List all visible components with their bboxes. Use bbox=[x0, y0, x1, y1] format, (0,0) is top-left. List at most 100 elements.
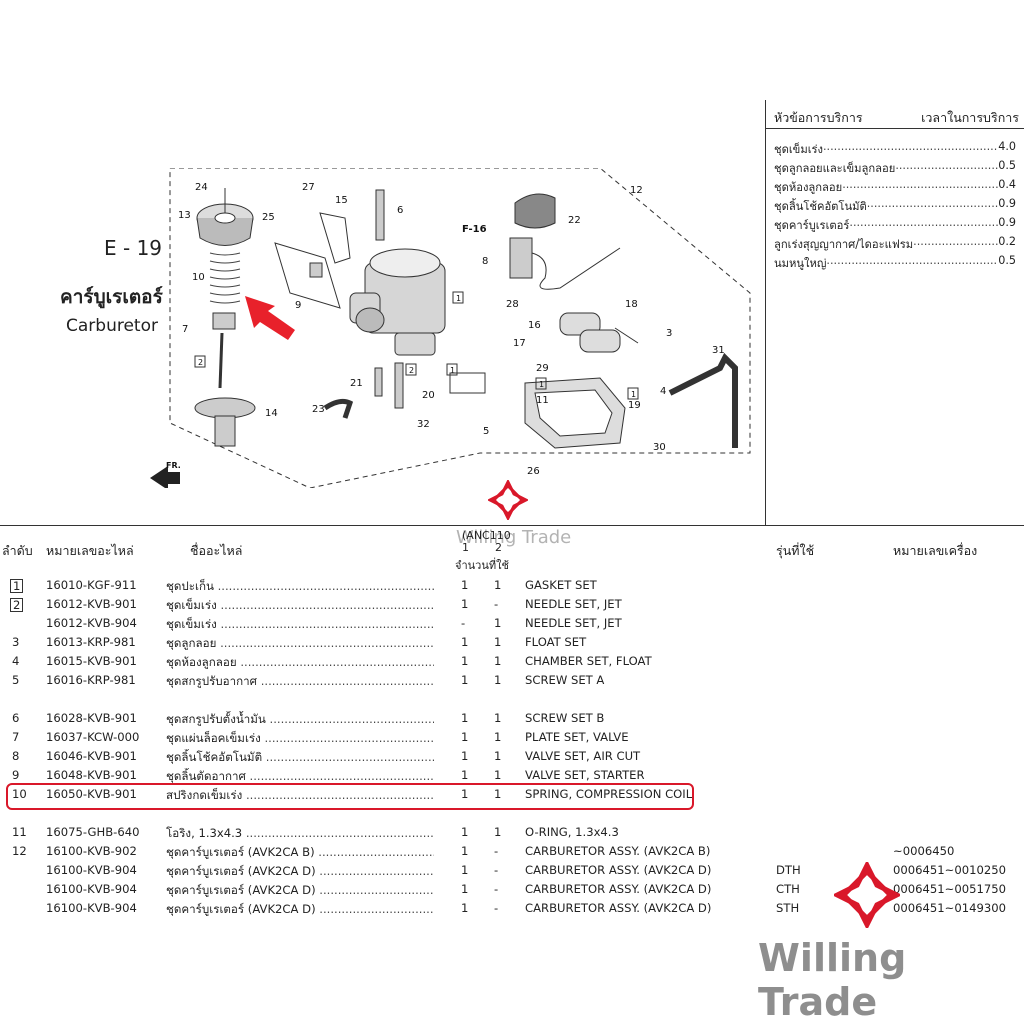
cell-q1: 1 bbox=[461, 787, 469, 801]
cell-part: 16010-KGF-911 bbox=[46, 578, 137, 592]
svg-text:31: 31 bbox=[712, 345, 725, 356]
svg-text:28: 28 bbox=[506, 299, 519, 310]
cell-q2: - bbox=[494, 597, 499, 611]
cell-serial: 0006451~0010250 bbox=[893, 863, 1006, 877]
cell-name-th: ชุดคาร์บูเรเตอร์ (AVK2CA D) bbox=[166, 863, 434, 881]
svg-text:16: 16 bbox=[528, 320, 541, 331]
svg-text:32: 32 bbox=[417, 419, 430, 430]
brand-logo-icon bbox=[488, 480, 528, 520]
cell-name-th: ชุดเข็มเร่ง bbox=[166, 616, 434, 634]
cell-name-th: ชุดแผ่นล็อคเข็มเร่ง bbox=[166, 730, 434, 748]
cell-part: 16015-KVB-901 bbox=[46, 654, 137, 668]
cell-q2: 1 bbox=[494, 749, 502, 763]
svg-text:5: 5 bbox=[483, 426, 489, 437]
cell-idx: 3 bbox=[12, 635, 20, 649]
cell-name-en: CARBURETOR ASSY. (AVK2CA B) bbox=[525, 844, 711, 858]
cell-q1: 1 bbox=[461, 768, 469, 782]
svg-text:22: 22 bbox=[568, 215, 581, 226]
cell-q1: 1 bbox=[461, 730, 469, 744]
svg-text:20: 20 bbox=[422, 390, 435, 401]
cell-name-en: FLOAT SET bbox=[525, 635, 587, 649]
cell-name-en: CARBURETOR ASSY. (AVK2CA D) bbox=[525, 882, 712, 896]
svg-text:1: 1 bbox=[539, 380, 544, 389]
svg-text:FR.: FR. bbox=[166, 461, 181, 470]
brand-logo-large-icon bbox=[834, 862, 900, 928]
col-header-serial: หมายเลขเครื่อง bbox=[893, 543, 978, 558]
col-header-model-code: (ANC110 bbox=[462, 529, 511, 542]
float-part bbox=[559, 312, 639, 353]
svg-text:30: 30 bbox=[653, 442, 666, 453]
cell-q2: 1 bbox=[494, 825, 502, 839]
cell-q1: 1 bbox=[461, 882, 469, 896]
cell-q1: 1 bbox=[461, 597, 469, 611]
cell-q2: 1 bbox=[494, 635, 502, 649]
cell-idx: 2 bbox=[10, 598, 24, 612]
svg-text:13: 13 bbox=[178, 210, 191, 221]
cell-part: 16046-KVB-901 bbox=[46, 749, 137, 763]
cell-serial: ~0006450 bbox=[893, 844, 955, 858]
cell-idx: 5 bbox=[12, 673, 20, 687]
cell-q2: 1 bbox=[494, 578, 502, 592]
service-row: ชุดห้องลูกลอย0.4 bbox=[774, 178, 1016, 196]
top-cap-part bbox=[196, 188, 254, 246]
service-row: ชุดเข็มเร่ง4.0 bbox=[774, 140, 1016, 158]
cell-part: 16016-KRP-981 bbox=[46, 673, 136, 687]
service-row: ลูกเร่งสุญญากาศ/ไดอะแฟรม0.2 bbox=[774, 235, 1016, 253]
svg-text:15: 15 bbox=[335, 195, 348, 206]
cell-name-th: โอริง, 1.3x4.3 bbox=[166, 825, 434, 843]
service-row: ชุดลิ้นโช้คอัตโนมัติ0.9 bbox=[774, 197, 1016, 215]
compression-spring-part bbox=[209, 252, 241, 304]
cell-part: 16013-KRP-981 bbox=[46, 635, 136, 649]
cell-q2: - bbox=[494, 863, 499, 877]
svg-text:8: 8 bbox=[482, 256, 488, 267]
cell-name-en: O-RING, 1.3x4.3 bbox=[525, 825, 619, 839]
cell-idx: 7 bbox=[12, 730, 20, 744]
watermark-text-top: Willing Trade bbox=[456, 527, 572, 548]
cell-idx: 1 bbox=[10, 579, 24, 593]
cell-name-en: SPRING, COMPRESSION COIL bbox=[525, 787, 693, 801]
cell-q2: 1 bbox=[494, 730, 502, 744]
cell-q2: - bbox=[494, 882, 499, 896]
ref-label-f16: F-16 bbox=[462, 224, 487, 235]
highlighted-row-outline bbox=[6, 783, 694, 810]
cell-name-en: SCREW SET A bbox=[525, 673, 605, 687]
service-row: นมหนูใหญ่0.5 bbox=[774, 254, 1016, 272]
page-title-english: Carburetor bbox=[66, 316, 158, 336]
cell-q2: 1 bbox=[494, 616, 502, 630]
cell-q1: - bbox=[461, 616, 466, 630]
col-header-model: รุ่นที่ใช้ bbox=[776, 543, 815, 558]
cell-idx: 12 bbox=[12, 844, 27, 858]
service-item-heading: หัวข้อการบริการ bbox=[774, 110, 863, 125]
service-time-heading: เวลาในการบริการ bbox=[921, 110, 1019, 125]
cell-q1: 1 bbox=[461, 654, 469, 668]
carburetor-body-part bbox=[349, 248, 446, 356]
cell-name-th: ชุดคาร์บูเรเตอร์ (AVK2CA D) bbox=[166, 882, 434, 900]
cell-q2: 1 bbox=[494, 711, 502, 725]
cell-name-en: CARBURETOR ASSY. (AVK2CA D) bbox=[525, 901, 712, 915]
svg-text:7: 7 bbox=[182, 324, 188, 335]
col-header-part-number: หมายเลขอะไหล่ bbox=[46, 543, 134, 558]
col-header-part-name: ชื่ออะไหล่ bbox=[190, 543, 243, 558]
cell-q1: 1 bbox=[461, 711, 469, 725]
col-header-quantity: จำนวนที่ใช้ bbox=[455, 559, 509, 572]
svg-text:24: 24 bbox=[195, 182, 208, 193]
svg-text:4: 4 bbox=[660, 386, 666, 397]
cell-name-en: VALVE SET, AIR CUT bbox=[525, 749, 641, 763]
svg-text:11: 11 bbox=[536, 395, 549, 406]
cell-name-th: ชุดสกรูปรับอากาศ bbox=[166, 673, 434, 691]
table-row: 716037-KCW-000ชุดแผ่นล็อคเข็มเร่ง11PLATE… bbox=[0, 729, 1024, 748]
svg-text:2: 2 bbox=[409, 366, 414, 375]
cell-name-en: GASKET SET bbox=[525, 578, 597, 592]
cell-name-en: CHAMBER SET, FLOAT bbox=[525, 654, 652, 668]
cell-part: 16012-KVB-904 bbox=[46, 616, 137, 630]
service-panel-divider bbox=[766, 128, 1024, 129]
